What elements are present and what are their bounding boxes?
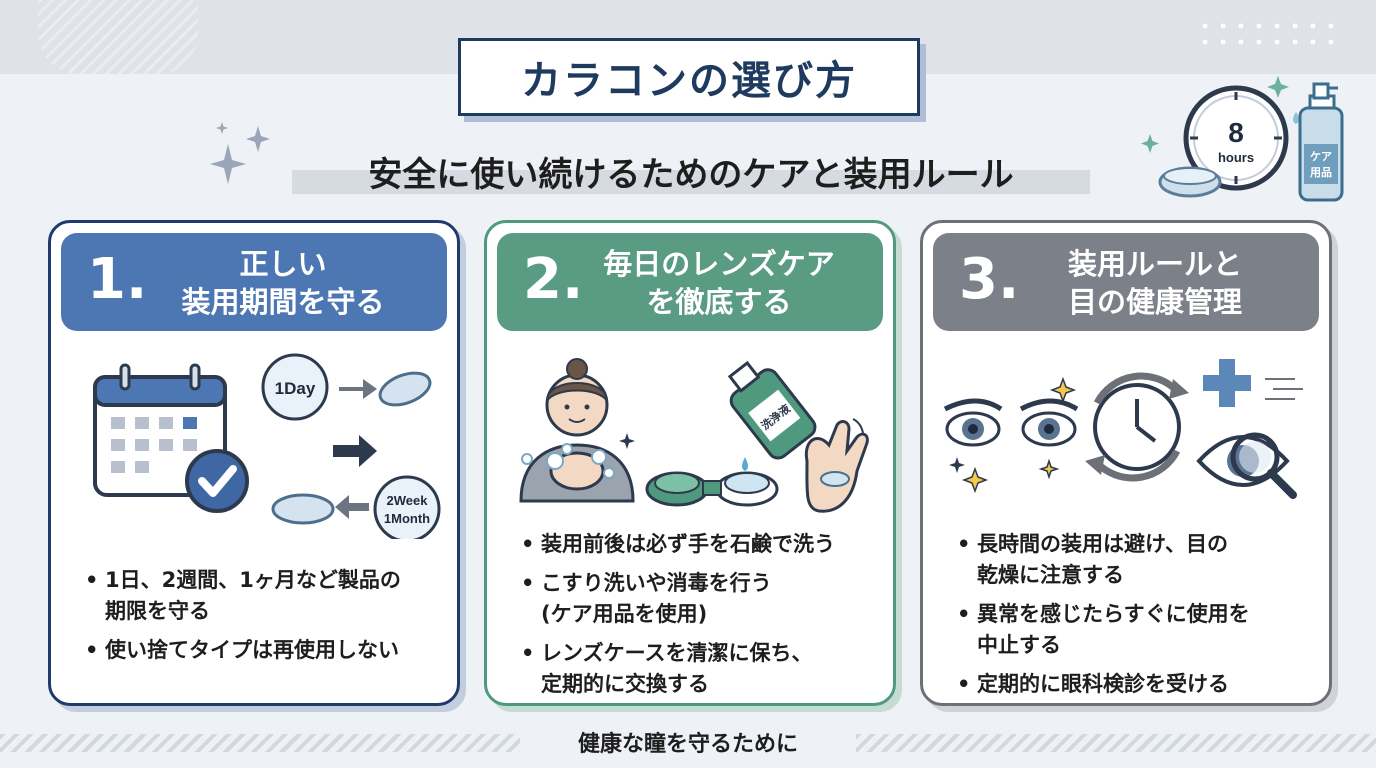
check-icon xyxy=(185,449,249,513)
lens-label-2week: 2Week xyxy=(387,493,429,508)
card-1-header: 1. 正しい 装用期間を守る xyxy=(61,233,447,331)
sparkle-icon xyxy=(1049,376,1077,404)
card-1-bullet-list: 1日、2週間、1ヶ月など製品の 期限を守る 使い捨てタイプは再使用しない xyxy=(81,565,451,674)
decorative-hatch xyxy=(38,0,198,74)
card-1-number: 1. xyxy=(87,247,148,312)
timer-number: 8 xyxy=(1228,117,1244,148)
list-item: レンズケースを清潔に保ち、 定期的に交換する xyxy=(517,638,887,700)
footer-stripe-right xyxy=(856,734,1376,752)
subtitle-highlight xyxy=(292,170,1090,194)
card-2-illustration: 洗浄液 xyxy=(519,358,869,513)
list-item: 使い捨てタイプは再使用しない xyxy=(81,635,451,666)
list-item: 1日、2週間、1ヶ月など製品の 期限を守る xyxy=(81,565,451,627)
eyes-icon xyxy=(943,398,1079,447)
card-1-correct-wear-period: 1. 正しい 装用期間を守る 1Day xyxy=(48,220,460,706)
clock-icon xyxy=(1085,372,1189,482)
timer-unit: hours xyxy=(1218,150,1254,165)
contact-lens-icon xyxy=(378,371,432,407)
sparkle-icon xyxy=(949,457,965,473)
sparkle-icon xyxy=(961,466,989,494)
timer-icon: 8 hours xyxy=(1183,85,1289,191)
list-item: 長時間の装用は避け、目の 乾燥に注意する xyxy=(953,529,1323,591)
lens-label-1month: 1Month xyxy=(384,511,430,526)
solution-bottle-icon: 洗浄液 xyxy=(727,360,817,460)
list-item-line: 1日、2週間、1ヶ月など製品の xyxy=(105,568,401,592)
arrow-down-right-icon xyxy=(333,435,377,467)
subtitle-text: 安全に使い続けるためのケアと装用ルール xyxy=(368,154,1014,195)
list-item: こすり洗いや消毒を行う (ケア用品を使用) xyxy=(517,568,887,630)
list-item-line: 使い捨てタイプは再使用しない xyxy=(105,638,399,662)
contact-lens-icon xyxy=(1158,166,1222,198)
list-item-line: 異常を感じたらすぐに使用を xyxy=(977,602,1250,626)
care-bottle-icon: ケア 用品 xyxy=(1293,82,1344,202)
footer-text: 健康な瞳を守るために xyxy=(530,728,846,762)
card-3-bullet-list: 長時間の装用は避け、目の 乾燥に注意する 異常を感じたらすぐに使用を 中止する … xyxy=(953,529,1323,708)
list-item-line: レンズケースを清潔に保ち、 xyxy=(541,641,813,665)
card-3-title: 装用ルールと 目の健康管理 xyxy=(1005,245,1305,321)
arrow-right-icon xyxy=(339,379,377,399)
sparkle-icon xyxy=(619,433,635,449)
list-item-line: 中止する xyxy=(977,633,1061,657)
list-item-line: 定期的に眼科検診を受ける xyxy=(977,672,1229,696)
card-3-title-line2: 目の健康管理 xyxy=(1067,285,1242,319)
lens-label-1day: 1Day xyxy=(275,379,316,398)
arrow-left-icon xyxy=(335,495,369,519)
list-item-line: 乾燥に注意する xyxy=(977,563,1124,587)
decorative-dots xyxy=(1196,18,1336,54)
lens-case-icon xyxy=(645,457,779,507)
list-item: 定期的に眼科検診を受ける xyxy=(953,669,1323,700)
card-1-title-line2: 装用期間を守る xyxy=(181,285,385,319)
card-2-title: 毎日のレンズケア を徹底する xyxy=(569,245,869,321)
medical-cross-icon xyxy=(1203,359,1251,407)
list-item-line: (ケア用品を使用) xyxy=(541,602,708,626)
list-item-line: 装用前後は必ず手を石鹸で洗う xyxy=(541,532,835,556)
list-item-line: 長時間の装用は避け、目の xyxy=(977,532,1228,556)
card-2-number: 2. xyxy=(523,247,584,312)
person-washing-hands-icon xyxy=(519,358,635,503)
card-3-wear-rules-eye-health: 3. 装用ルールと 目の健康管理 xyxy=(920,220,1332,706)
list-item: 異常を感じたらすぐに使用を 中止する xyxy=(953,599,1323,661)
eye-checkup-icon xyxy=(1196,378,1303,499)
lens-2week-1month-icon: 2Week 1Month xyxy=(373,475,441,539)
card-2-header: 2. 毎日のレンズケア を徹底する xyxy=(497,233,883,331)
card-3-illustration xyxy=(943,359,1303,499)
page-title: カラコンの選び方 xyxy=(521,58,857,104)
footer-stripe-left xyxy=(0,734,520,752)
card-3-header: 3. 装用ルールと 目の健康管理 xyxy=(933,233,1319,331)
bottle-label-line1: ケア xyxy=(1310,150,1332,163)
list-item-line: 定期的に交換する xyxy=(541,672,709,696)
card-3-title-line1: 装用ルールと xyxy=(1067,247,1242,281)
hand-with-lens-icon xyxy=(804,418,869,513)
list-item-line: こすり洗いや消毒を行う xyxy=(541,571,772,595)
lens-1day-icon: 1Day xyxy=(261,353,329,421)
sparkle-icon xyxy=(210,122,270,184)
card-2-bullet-list: 装用前後は必ず手を石鹸で洗う こすり洗いや消毒を行う (ケア用品を使用) レンズ… xyxy=(517,529,887,708)
bottle-label-line2: 用品 xyxy=(1310,166,1332,179)
page-title-box: カラコンの選び方 xyxy=(458,38,920,116)
timer-lens-bottle-illustration: 8 hours ケア 用品 xyxy=(1141,76,1344,202)
card-2-title-line2: を徹底する xyxy=(646,285,792,319)
list-item: 装用前後は必ず手を石鹸で洗う xyxy=(517,529,887,560)
card-2-daily-lens-care: 2. 毎日のレンズケア を徹底する xyxy=(484,220,896,706)
card-2-title-line1: 毎日のレンズケア xyxy=(603,247,835,281)
sparkle-icon xyxy=(1038,458,1060,480)
card-1-title: 正しい 装用期間を守る xyxy=(133,245,433,321)
card-1-illustration: 1Day 2Week 1Month xyxy=(93,353,441,539)
card-1-title-line1: 正しい xyxy=(239,247,327,281)
card-3-number: 3. xyxy=(959,247,1020,312)
page-subtitle: 安全に使い続けるためのケアと装用ルール xyxy=(296,148,1086,195)
list-item-line: 期限を守る xyxy=(105,599,210,623)
contact-lens-icon xyxy=(271,493,335,525)
